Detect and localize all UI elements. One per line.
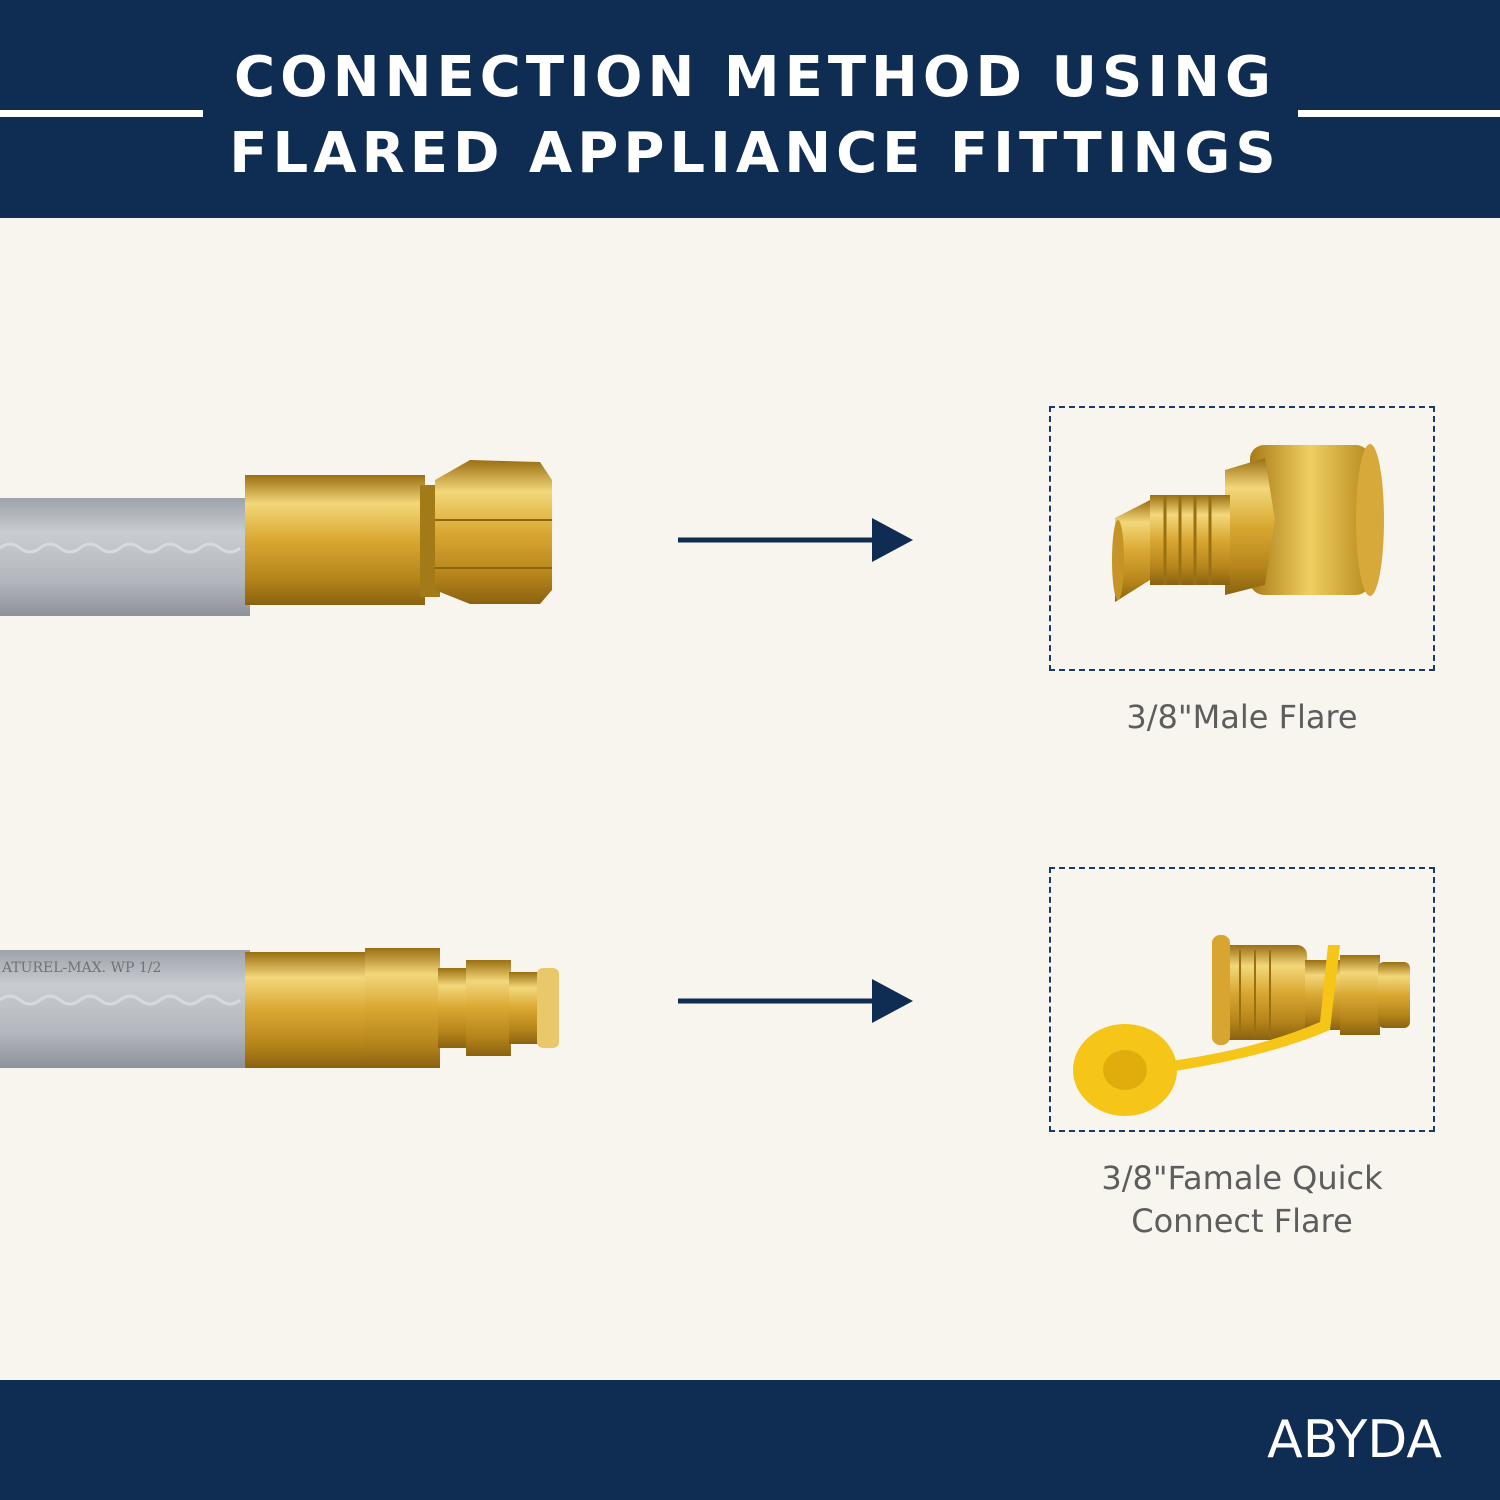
page-title: CONNECTION METHOD USING FLARED APPLIANCE… <box>200 40 1310 192</box>
arrow-right-icon <box>678 518 913 562</box>
brand-logo-text: ABYDA <box>1267 1410 1442 1470</box>
quick-connect-frame <box>1049 867 1435 1132</box>
hose-print-text: ATUREL-MAX. WP 1/2 <box>1 960 161 976</box>
illustration: ATUREL-MAX. WP 1/2 <box>0 444 1410 1116</box>
quick-connect-caption-line-1: 3/8"Famale Quick <box>1101 1159 1383 1197</box>
male-flare-caption: 3/8"Male Flare <box>1040 696 1444 739</box>
hose-with-quick-connect-plug: ATUREL-MAX. WP 1/2 <box>0 948 559 1068</box>
header-right-rule <box>1298 110 1500 117</box>
header-banner: CONNECTION METHOD USING FLARED APPLIANCE… <box>0 0 1500 218</box>
male-flare-frame <box>1049 406 1435 671</box>
header-left-rule <box>0 110 203 117</box>
title-line-1: CONNECTION METHOD USING <box>234 45 1276 110</box>
content-area: ATUREL-MAX. WP 1/2 <box>0 218 1500 1380</box>
quick-connect-socket-image <box>1073 935 1410 1116</box>
quick-connect-caption: 3/8"Famale Quick Connect Flare <box>1040 1157 1444 1243</box>
male-flare-caption-line: 3/8"Male Flare <box>1126 698 1358 736</box>
quick-connect-caption-line-2: Connect Flare <box>1131 1202 1353 1240</box>
title-line-2: FLARED APPLIANCE FITTINGS <box>229 121 1281 186</box>
male-flare-fitting-image <box>1112 444 1384 602</box>
footer-banner: ABYDA <box>0 1380 1500 1500</box>
hose-with-flare-nut <box>0 460 552 616</box>
arrow-right-icon <box>678 979 913 1023</box>
